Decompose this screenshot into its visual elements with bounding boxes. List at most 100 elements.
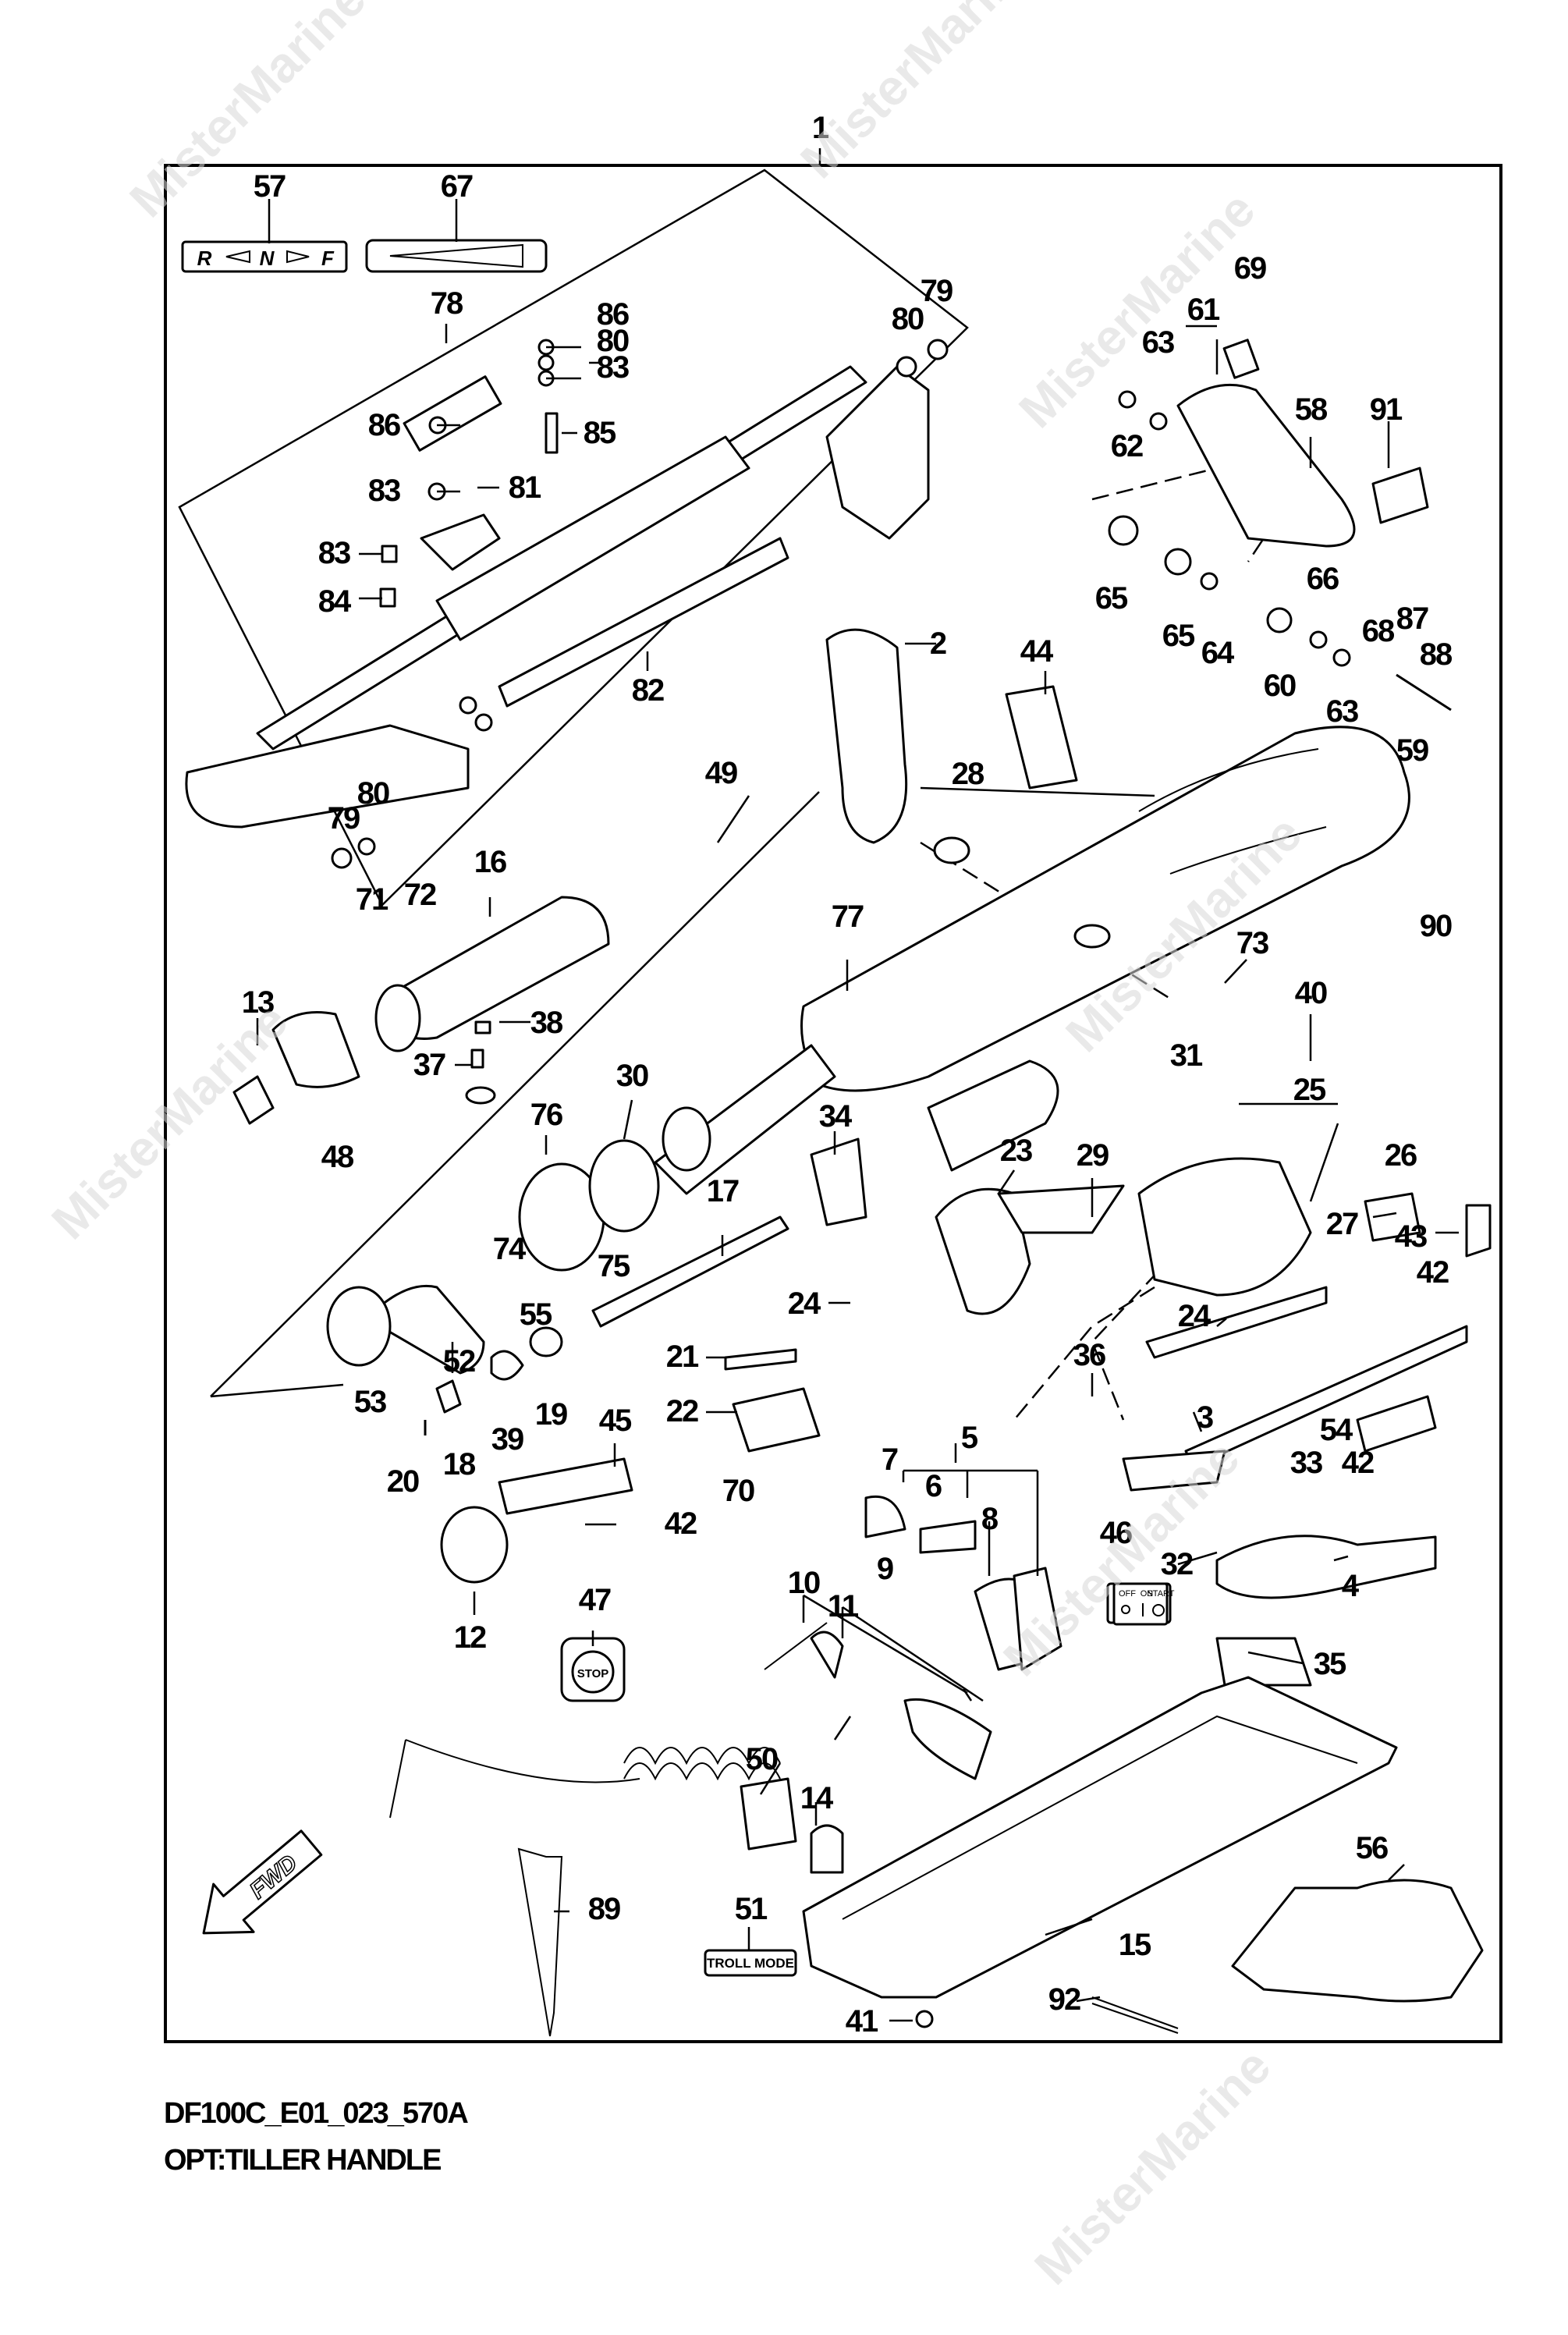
callout-39: 39 bbox=[491, 1422, 523, 1457]
callout-31: 31 bbox=[1170, 1038, 1203, 1073]
callout-85: 85 bbox=[584, 416, 616, 450]
callout-16: 16 bbox=[474, 845, 506, 879]
fwd-arrow: FWD bbox=[202, 1829, 323, 1935]
leader-lines bbox=[256, 199, 1459, 2022]
callout-57: 57 bbox=[254, 169, 286, 204]
callout-42: 42 bbox=[1417, 1255, 1449, 1290]
callout-87: 87 bbox=[1396, 601, 1428, 636]
callout-54: 54 bbox=[1320, 1413, 1353, 1447]
callout-68: 68 bbox=[1362, 614, 1395, 648]
lanyard-cord bbox=[389, 1622, 828, 1819]
callout-83: 83 bbox=[597, 350, 629, 385]
callout-49: 49 bbox=[705, 756, 737, 790]
callout-75: 75 bbox=[598, 1249, 630, 1283]
callout-2: 2 bbox=[930, 626, 946, 661]
callout-88: 88 bbox=[1420, 637, 1453, 672]
diagram-code-caption: DF100C_E01_023_570A bbox=[164, 2097, 469, 2130]
callout-67: 67 bbox=[441, 169, 473, 204]
callout-50: 50 bbox=[746, 1742, 778, 1776]
callout-36: 36 bbox=[1073, 1338, 1105, 1372]
callout-58: 58 bbox=[1295, 392, 1328, 427]
callout-80: 80 bbox=[357, 776, 389, 811]
callout-6: 6 bbox=[925, 1469, 942, 1503]
callout-21: 21 bbox=[666, 1340, 699, 1374]
callout-60: 60 bbox=[1264, 669, 1296, 703]
decal-shift-f: F bbox=[321, 247, 335, 270]
callout-56: 56 bbox=[1356, 1831, 1388, 1865]
callout-5: 5 bbox=[961, 1421, 978, 1455]
callout-11: 11 bbox=[828, 1589, 859, 1623]
callout-69: 69 bbox=[1234, 251, 1266, 286]
tiller-grip bbox=[1231, 1879, 1484, 2003]
callout-35: 35 bbox=[1314, 1647, 1346, 1681]
callout-9: 9 bbox=[877, 1552, 893, 1586]
callout-59: 59 bbox=[1396, 733, 1428, 768]
callout-77: 77 bbox=[832, 900, 864, 934]
throttle-decal-67 bbox=[365, 239, 548, 273]
callout-47: 47 bbox=[579, 1583, 611, 1617]
callout-82: 82 bbox=[632, 673, 664, 708]
callout-12: 12 bbox=[454, 1620, 486, 1655]
callout-64: 64 bbox=[1201, 636, 1235, 670]
callout-44: 44 bbox=[1020, 634, 1054, 669]
callout-91: 91 bbox=[1370, 392, 1403, 427]
callout-26: 26 bbox=[1385, 1138, 1417, 1173]
callout-3: 3 bbox=[1197, 1400, 1213, 1435]
switch-off-text: OFF bbox=[1119, 1589, 1136, 1599]
callout-48: 48 bbox=[321, 1140, 354, 1174]
callout-labels: 57 67 78 86 80 83 86 85 83 81 83 84 82 8… bbox=[242, 169, 1454, 2039]
callout-13: 13 bbox=[242, 985, 274, 1020]
callout-83: 83 bbox=[318, 536, 350, 570]
callout-40: 40 bbox=[1295, 976, 1327, 1010]
troll-mode-text: TROLL MODE bbox=[707, 1956, 794, 1971]
callout-41: 41 bbox=[846, 2004, 878, 2039]
lanyard-pin bbox=[517, 1847, 563, 2037]
callout-71: 71 bbox=[356, 882, 388, 917]
callout-74: 74 bbox=[493, 1232, 527, 1266]
callout-10: 10 bbox=[788, 1566, 820, 1600]
callout-53: 53 bbox=[354, 1385, 386, 1419]
callout-84: 84 bbox=[318, 584, 352, 619]
callout-37: 37 bbox=[413, 1048, 445, 1082]
callout-42: 42 bbox=[665, 1506, 697, 1541]
callout-92: 92 bbox=[1048, 1982, 1080, 2017]
callout-63: 63 bbox=[1142, 325, 1174, 360]
steering-bracket-assembly bbox=[185, 339, 949, 869]
callout-18: 18 bbox=[443, 1447, 476, 1482]
switch-decal-46: OFF ON START bbox=[1112, 1582, 1175, 1626]
callout-55: 55 bbox=[520, 1297, 552, 1332]
callout-27: 27 bbox=[1326, 1207, 1358, 1241]
callout-65: 65 bbox=[1162, 619, 1195, 653]
callout-4: 4 bbox=[1342, 1569, 1360, 1603]
callout-46: 46 bbox=[1100, 1516, 1132, 1550]
callout-79: 79 bbox=[328, 801, 360, 836]
callout-24: 24 bbox=[788, 1286, 821, 1321]
callout-28: 28 bbox=[952, 757, 984, 791]
callout-24: 24 bbox=[1178, 1299, 1211, 1333]
callout-72: 72 bbox=[404, 878, 436, 912]
callout-34: 34 bbox=[819, 1099, 853, 1134]
assembly-line bbox=[1013, 1286, 1155, 1421]
throttle-grip bbox=[374, 896, 1059, 1195]
callout-17: 17 bbox=[707, 1174, 739, 1208]
callout-52: 52 bbox=[443, 1344, 475, 1379]
diagram-title-caption: OPT:TILLER HANDLE bbox=[164, 2144, 442, 2177]
callout-25: 25 bbox=[1293, 1073, 1326, 1107]
switch-on-text: ON bbox=[1141, 1589, 1154, 1599]
switch-start-text: START bbox=[1147, 1589, 1174, 1599]
main-callout-label: 1 bbox=[812, 111, 829, 145]
callout-30: 30 bbox=[616, 1059, 648, 1093]
callout-70: 70 bbox=[722, 1474, 754, 1508]
callout-80: 80 bbox=[892, 302, 924, 336]
callout-90: 90 bbox=[1420, 909, 1452, 943]
callout-29: 29 bbox=[1077, 1138, 1109, 1173]
bottom-cover bbox=[802, 1676, 1398, 1999]
callout-86: 86 bbox=[368, 408, 400, 442]
callout-61: 61 bbox=[1187, 293, 1220, 327]
callout-33: 33 bbox=[1290, 1446, 1322, 1480]
decal-shift-n: N bbox=[260, 247, 275, 270]
decal-shift-r: R bbox=[197, 247, 212, 270]
callout-81: 81 bbox=[509, 470, 541, 505]
